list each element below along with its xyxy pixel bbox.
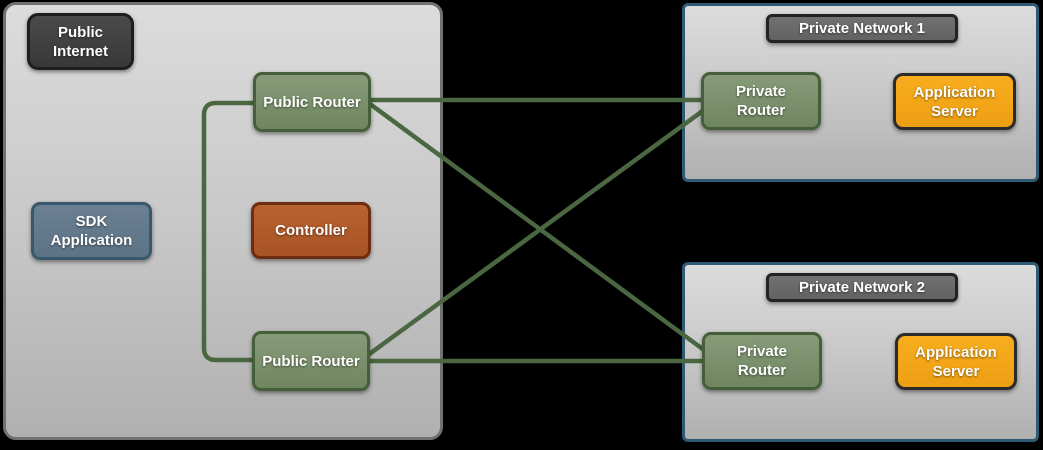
node-application-server-1: Application Server bbox=[893, 73, 1016, 130]
node-controller: Controller bbox=[251, 202, 371, 259]
node-application-server-2: Application Server bbox=[895, 333, 1017, 390]
node-public-router-2: Public Router bbox=[252, 331, 370, 391]
private-network-2-label: Private Network 2 bbox=[766, 273, 958, 302]
node-private-router-2: Private Router bbox=[702, 332, 822, 390]
public-internet-label: Public Internet bbox=[27, 13, 134, 70]
node-sdk-application: SDK Application bbox=[31, 202, 152, 260]
node-private-router-1: Private Router bbox=[701, 72, 821, 130]
node-public-router-1: Public Router bbox=[253, 72, 371, 132]
private-network-1-label: Private Network 1 bbox=[766, 14, 958, 43]
